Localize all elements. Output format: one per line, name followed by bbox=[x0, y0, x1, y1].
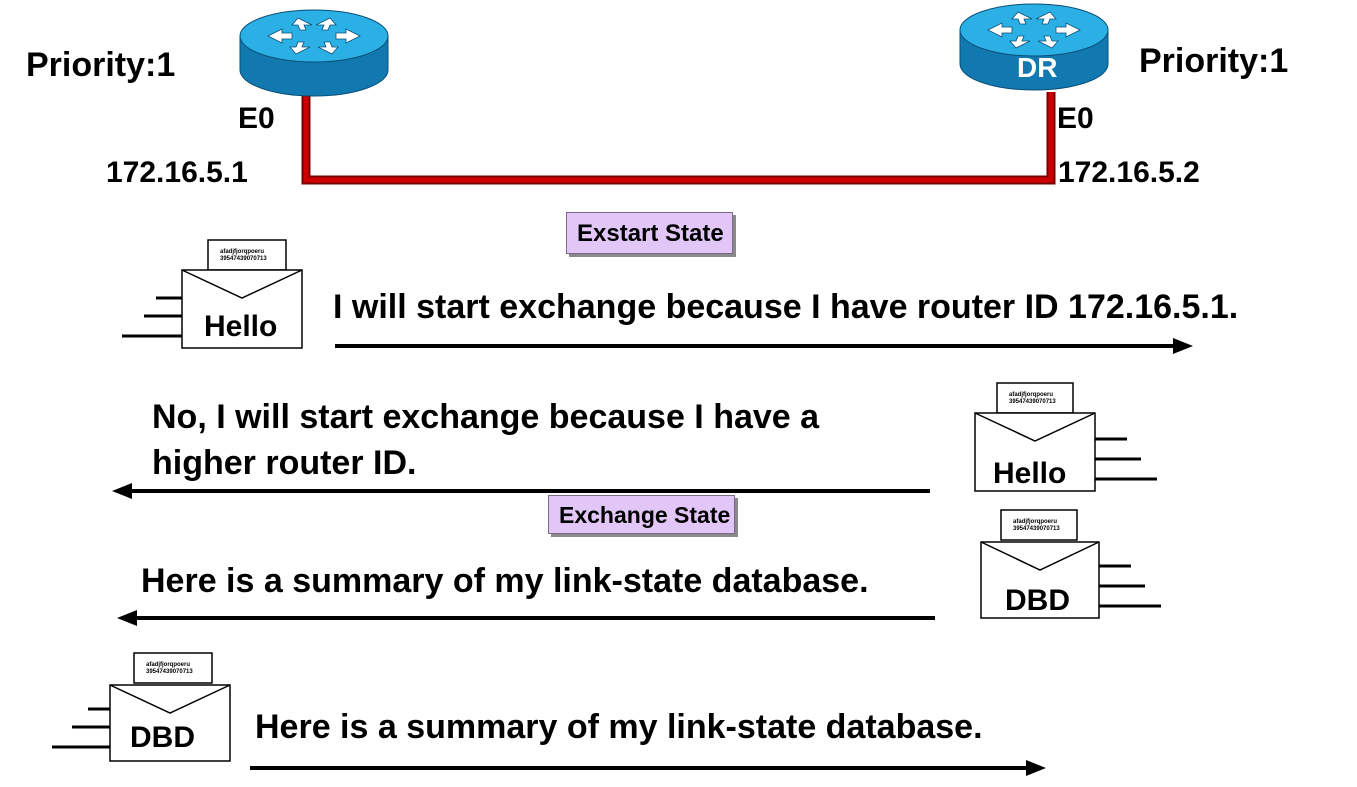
ethernet-link bbox=[301, 92, 1056, 185]
router-left-interface: E0 bbox=[238, 102, 275, 135]
router-right-ip: 172.16.5.2 bbox=[1058, 156, 1200, 189]
router-left-priority: Priority:1 bbox=[26, 46, 176, 84]
packet-type-label: DBD bbox=[130, 721, 195, 754]
envelope-icon bbox=[974, 382, 1157, 492]
packet-note-line1: afadjfjorqpoeru bbox=[1013, 519, 1058, 525]
arrow-left-2 bbox=[112, 483, 930, 499]
router-left-ip: 172.16.5.1 bbox=[106, 156, 248, 189]
router-icon bbox=[239, 9, 389, 97]
packet-note-line2: 39547439070713 bbox=[1013, 526, 1060, 532]
packet-type-label: Hello bbox=[993, 457, 1067, 490]
message-2-line2: higher router ID. bbox=[152, 444, 417, 482]
message-1: I will start exchange because I have rou… bbox=[333, 288, 1239, 326]
packet-hello-left: afadjfjorqpoeru 39547439070713 Hello bbox=[120, 238, 310, 350]
envelope-icon bbox=[122, 239, 303, 349]
router-left bbox=[238, 8, 390, 98]
packet-note-line2: 39547439070713 bbox=[1009, 399, 1056, 405]
arrow-left-3 bbox=[117, 610, 935, 626]
router-right-priority: Priority:1 bbox=[1139, 42, 1289, 80]
packet-type-label: DBD bbox=[1005, 584, 1070, 617]
message-2-line1: No, I will start exchange because I have… bbox=[152, 398, 820, 436]
envelope-icon bbox=[980, 509, 1161, 619]
packet-dbd-left: afadjfjorqpoeru 39547439070713 DBD bbox=[50, 651, 240, 763]
router-role-label: DR bbox=[1017, 52, 1058, 83]
message-4: Here is a summary of my link-state datab… bbox=[255, 708, 983, 746]
packet-hello-right: afadjfjorqpoeru 39547439070713 Hello bbox=[973, 381, 1163, 493]
packet-note-line1: afadjfjorqpoeru bbox=[220, 249, 265, 255]
exstart-state-label: Exstart State bbox=[566, 212, 733, 254]
arrow-right-1 bbox=[335, 338, 1193, 354]
packet-dbd-right: afadjfjorqpoeru 39547439070713 DBD bbox=[979, 508, 1169, 620]
packet-type-label: Hello bbox=[204, 310, 278, 343]
envelope-icon bbox=[52, 652, 231, 762]
router-right-interface: E0 bbox=[1057, 102, 1094, 135]
exchange-state-label: Exchange State bbox=[548, 495, 736, 534]
router-icon bbox=[959, 3, 1109, 91]
packet-note-line1: afadjfjorqpoeru bbox=[146, 662, 191, 668]
packet-note-line1: afadjfjorqpoeru bbox=[1009, 392, 1054, 398]
router-right: DR bbox=[958, 2, 1110, 92]
packet-note-line2: 39547439070713 bbox=[146, 669, 193, 675]
packet-note-line2: 39547439070713 bbox=[220, 256, 267, 262]
arrow-right-4 bbox=[250, 760, 1046, 776]
message-3: Here is a summary of my link-state datab… bbox=[141, 562, 869, 600]
